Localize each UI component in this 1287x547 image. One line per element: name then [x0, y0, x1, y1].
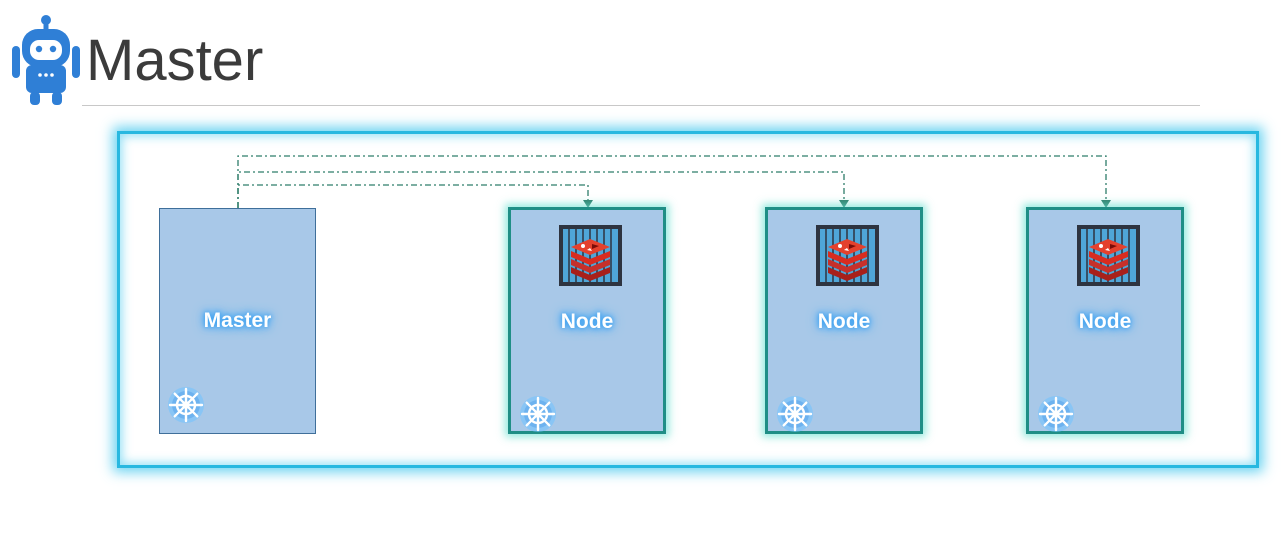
page-title: Master	[86, 28, 264, 93]
node-label-2: Node	[817, 310, 871, 333]
node-box-1: Node	[508, 207, 666, 434]
master-label: Master	[203, 309, 272, 332]
kubernetes-icon	[1038, 396, 1074, 432]
kubernetes-icon	[520, 396, 556, 432]
title-divider	[82, 105, 1200, 106]
redis-container-icon	[1077, 225, 1140, 286]
redis-container-icon	[559, 225, 622, 286]
kubernetes-icon	[168, 387, 204, 423]
node-label-1: Node	[560, 310, 614, 333]
arrowhead-node-3	[1101, 200, 1111, 208]
arrowhead-node-2	[839, 200, 849, 208]
kubernetes-icon	[777, 396, 813, 432]
cluster-boundary	[117, 131, 1259, 468]
connector-to-node-3	[237, 155, 1107, 208]
robot-logo-icon	[12, 15, 80, 105]
node-box-2: Node	[765, 207, 923, 434]
arrowhead-node-1	[583, 200, 593, 208]
node-box-3: Node	[1026, 207, 1184, 434]
node-label-3: Node	[1078, 310, 1132, 333]
master-box: Master	[159, 208, 316, 434]
connector-to-node-1	[237, 184, 589, 208]
connector-to-node-2	[237, 171, 845, 208]
redis-container-icon	[816, 225, 879, 286]
